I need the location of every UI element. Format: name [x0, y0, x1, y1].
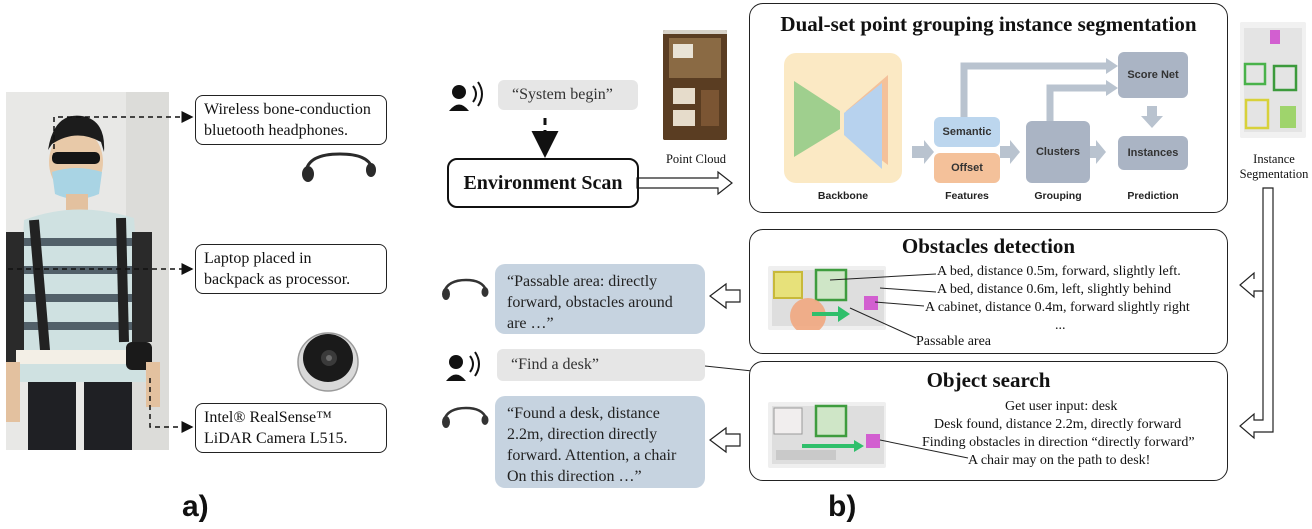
- obstacle-line-1: A bed, distance 0.5m, forward, slightly …: [937, 264, 1181, 279]
- system-begin-bubble: “System begin”: [498, 80, 638, 110]
- search-line-2: Desk found, distance 2.2m, directly forw…: [934, 417, 1182, 432]
- laptop-callout: Laptop placed in backpack as processor.: [195, 244, 387, 294]
- score-to-instances-arrow: [1141, 106, 1163, 128]
- panel-a-connectors: [8, 111, 194, 433]
- environment-scan-box: Environment Scan: [447, 158, 639, 208]
- panel-b-label: b): [828, 490, 857, 523]
- instance-caption-line1: Instance: [1253, 152, 1295, 166]
- headphones-callout: Wireless bone-conduction bluetooth headp…: [195, 95, 387, 145]
- dual-set-title: Dual-set point grouping instance segment…: [780, 12, 1197, 36]
- obstacles-map-image: [768, 266, 886, 330]
- headphones-icon: [442, 278, 489, 300]
- instance-segmentation-caption: Instance Segmentation: [1236, 152, 1312, 182]
- grouping-label: Grouping: [1034, 190, 1082, 202]
- object-search-title: Object search: [926, 368, 1051, 392]
- obstacle-line-2: A bed, distance 0.6m, left, slightly beh…: [937, 282, 1172, 297]
- semantic-node: Semantic: [934, 117, 1000, 147]
- found-desk-line1: “Found a desk, distance: [507, 405, 660, 422]
- wearable-system-photo: [6, 92, 169, 450]
- search-pointer-line: [879, 439, 969, 459]
- camera-callout-line2: LiDAR Camera L515.: [204, 430, 348, 447]
- obstacles-pointer-lines: [829, 273, 937, 339]
- score-net-node: Score Net: [1118, 52, 1188, 98]
- backbone-label: Backbone: [817, 190, 869, 202]
- found-desk-response-bubble: “Found a desk, distance 2.2m, direction …: [495, 396, 705, 488]
- instance-segmentation-image: [1240, 22, 1306, 138]
- search-map-image: [768, 402, 886, 468]
- headphones-callout-line2: bluetooth headphones.: [204, 122, 348, 139]
- passable-area-label: Passable area: [916, 334, 992, 349]
- found-desk-line4: On this direction …”: [507, 468, 642, 485]
- point-cloud-caption: Point Cloud: [665, 152, 727, 166]
- lidar-camera-icon: [297, 332, 359, 392]
- prediction-label: Prediction: [1127, 190, 1179, 202]
- dual-set-flow-arrows: [912, 58, 1118, 164]
- laptop-callout-line2: backpack as processor.: [204, 271, 351, 288]
- obstacle-line-4: ...: [1055, 318, 1066, 333]
- search-line-4: A chair may on the path to desk!: [968, 453, 1151, 468]
- headphones-icon-2: [442, 406, 489, 428]
- offset-node: Offset: [934, 153, 1000, 183]
- passable-response-line1: “Passable area: directly: [507, 273, 658, 290]
- obstacles-title: Obstacles detection: [901, 234, 1076, 258]
- found-desk-line3: forward. Attention, a chair: [507, 447, 677, 464]
- camera-callout-line1: Intel® RealSense™: [204, 409, 332, 426]
- search-line-3: Finding obstacles in direction “directly…: [922, 435, 1195, 450]
- user-speaking-icon: [449, 81, 483, 111]
- clusters-node: Clusters: [1026, 121, 1090, 183]
- obstacle-line-3: A cabinet, distance 0.4m, forward slight…: [925, 300, 1190, 315]
- find-desk-bubble: “Find a desk”: [497, 349, 705, 381]
- passable-response-bubble: “Passable area: directly forward, obstac…: [495, 264, 705, 334]
- laptop-callout-line1: Laptop placed in: [204, 250, 312, 267]
- backbone-encoder-decoder: [794, 75, 888, 169]
- headphones-callout-line1: Wireless bone-conduction: [204, 101, 371, 118]
- passable-response-line3: are …”: [507, 315, 554, 332]
- person-illustration: [6, 92, 169, 450]
- panel-a-label: a): [182, 490, 209, 523]
- passable-response-line2: forward, obstacles around: [507, 294, 673, 311]
- bone-conduction-headphones-icon: [302, 152, 376, 182]
- found-desk-line2: 2.2m, direction directly: [507, 426, 658, 443]
- backbone-block: [784, 53, 902, 183]
- camera-callout: Intel® RealSense™ LiDAR Camera L515.: [195, 403, 387, 453]
- point-cloud-image: [663, 30, 727, 140]
- user-speaking-icon-2: [446, 351, 480, 381]
- instance-caption-line2: Segmentation: [1239, 167, 1309, 181]
- instances-node: Instances: [1118, 136, 1188, 170]
- search-line-1: Get user input: desk: [1005, 399, 1118, 414]
- features-label: Features: [945, 190, 989, 202]
